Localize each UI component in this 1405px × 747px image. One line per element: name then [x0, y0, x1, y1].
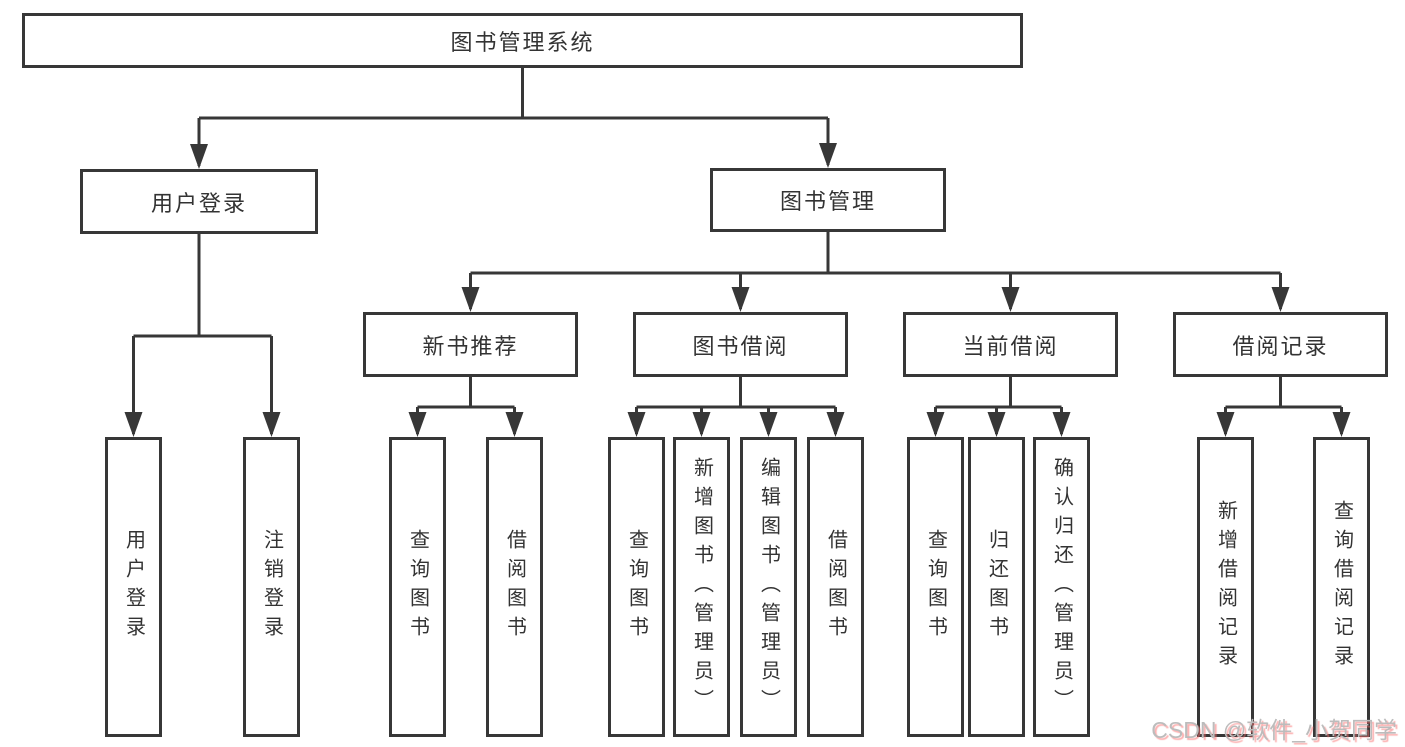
node-label: 注销登录 [260, 529, 283, 645]
leaf-return-book: 归还图书 [968, 437, 1025, 737]
leaf-add-book-admin: 新增图书（管理员） [673, 437, 730, 737]
arrowheads [124, 143, 1351, 437]
node-root-system: 图书管理系统 [22, 13, 1023, 68]
node-label: 编辑图书（管理员） [757, 456, 780, 718]
leaf-borrow-book-recommend: 借阅图书 [486, 437, 543, 737]
node-book-management: 图书管理 [710, 168, 946, 232]
leaf-borrow-book: 借阅图书 [807, 437, 864, 737]
node-label: 借阅记录 [1232, 333, 1329, 359]
node-label: 图书管理系统 [450, 29, 595, 55]
node-borrowing-records: 借阅记录 [1173, 312, 1388, 377]
leaf-user-login: 用户登录 [105, 437, 162, 737]
node-label: 确认归还（管理员） [1050, 456, 1073, 718]
node-label: 借阅图书 [824, 529, 847, 645]
node-current-borrowing: 当前借阅 [903, 312, 1118, 377]
leaf-query-book-current: 查询图书 [907, 437, 964, 737]
node-label: 用户登录 [122, 529, 145, 645]
leaf-add-borrow-record: 新增借阅记录 [1197, 437, 1254, 737]
node-label: 查询图书 [406, 529, 429, 645]
node-label: 查询图书 [924, 529, 947, 645]
leaf-query-book-recommend: 查询图书 [389, 437, 446, 737]
node-label: 归还图书 [985, 529, 1008, 645]
node-new-book-recommend: 新书推荐 [363, 312, 578, 377]
node-label: 用户登录 [150, 190, 247, 216]
node-label: 查询图书 [625, 529, 648, 645]
node-label: 图书借阅 [692, 333, 789, 359]
node-label: 图书管理 [779, 189, 876, 214]
watermark: CSDN @软件_小贺同学 [1151, 717, 1397, 743]
leaf-logout: 注销登录 [243, 437, 300, 737]
node-book-borrowing: 图书借阅 [633, 312, 848, 377]
node-label: 新书推荐 [422, 333, 519, 359]
leaf-confirm-return-admin: 确认归还（管理员） [1033, 437, 1090, 737]
node-label: 新增借阅记录 [1214, 500, 1237, 674]
node-user-login: 用户登录 [80, 169, 318, 234]
leaf-query-book-borrow: 查询图书 [608, 437, 665, 737]
node-label: 借阅图书 [503, 529, 526, 645]
leaf-edit-book-admin: 编辑图书（管理员） [740, 437, 797, 737]
node-label: 查询借阅记录 [1330, 500, 1353, 674]
node-label: 新增图书（管理员） [690, 456, 713, 718]
node-label: 当前借阅 [962, 333, 1059, 359]
leaf-query-borrow-record: 查询借阅记录 [1313, 437, 1370, 737]
